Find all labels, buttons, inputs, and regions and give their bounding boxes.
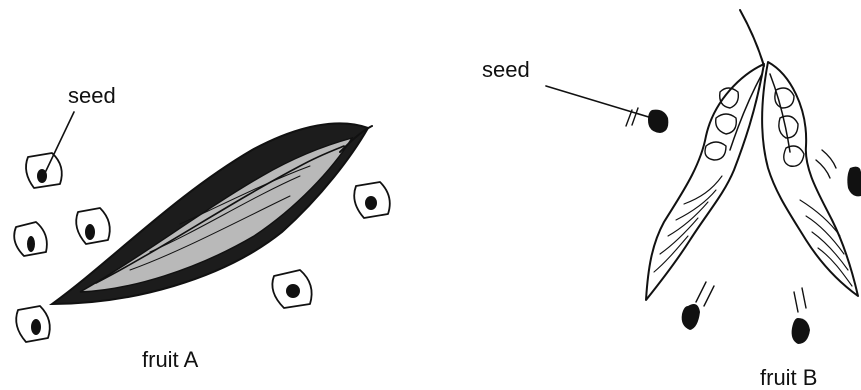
fruit-b-pod bbox=[646, 62, 858, 300]
fruit-b-caption: fruit B bbox=[760, 365, 817, 390]
fruit-a-seed bbox=[14, 222, 47, 256]
fruit-a-seed bbox=[272, 270, 311, 308]
fruit-a-seed-pointer bbox=[44, 112, 74, 175]
fruit-a-seed bbox=[354, 182, 390, 218]
fruit-b-seed bbox=[682, 282, 714, 330]
fruit-a-group: seed bbox=[14, 83, 390, 372]
fruit-a-seed bbox=[26, 153, 62, 188]
fruit-b-group: seed bbox=[482, 10, 861, 390]
fruit-a-seed bbox=[16, 306, 50, 342]
fruit-b-stalk bbox=[740, 10, 764, 66]
fruit-b-seed bbox=[847, 167, 861, 197]
fruit-a-pod bbox=[52, 123, 372, 304]
fruit-b-motion-line bbox=[816, 160, 830, 178]
fruit-b-motion-line bbox=[822, 150, 836, 168]
fruit-b-seed bbox=[792, 288, 810, 344]
fruit-a-seed-label: seed bbox=[68, 83, 116, 108]
fruit-a-caption: fruit A bbox=[142, 347, 199, 372]
fruit-b-seed-label: seed bbox=[482, 57, 530, 82]
fruit-a-seed bbox=[76, 208, 110, 244]
